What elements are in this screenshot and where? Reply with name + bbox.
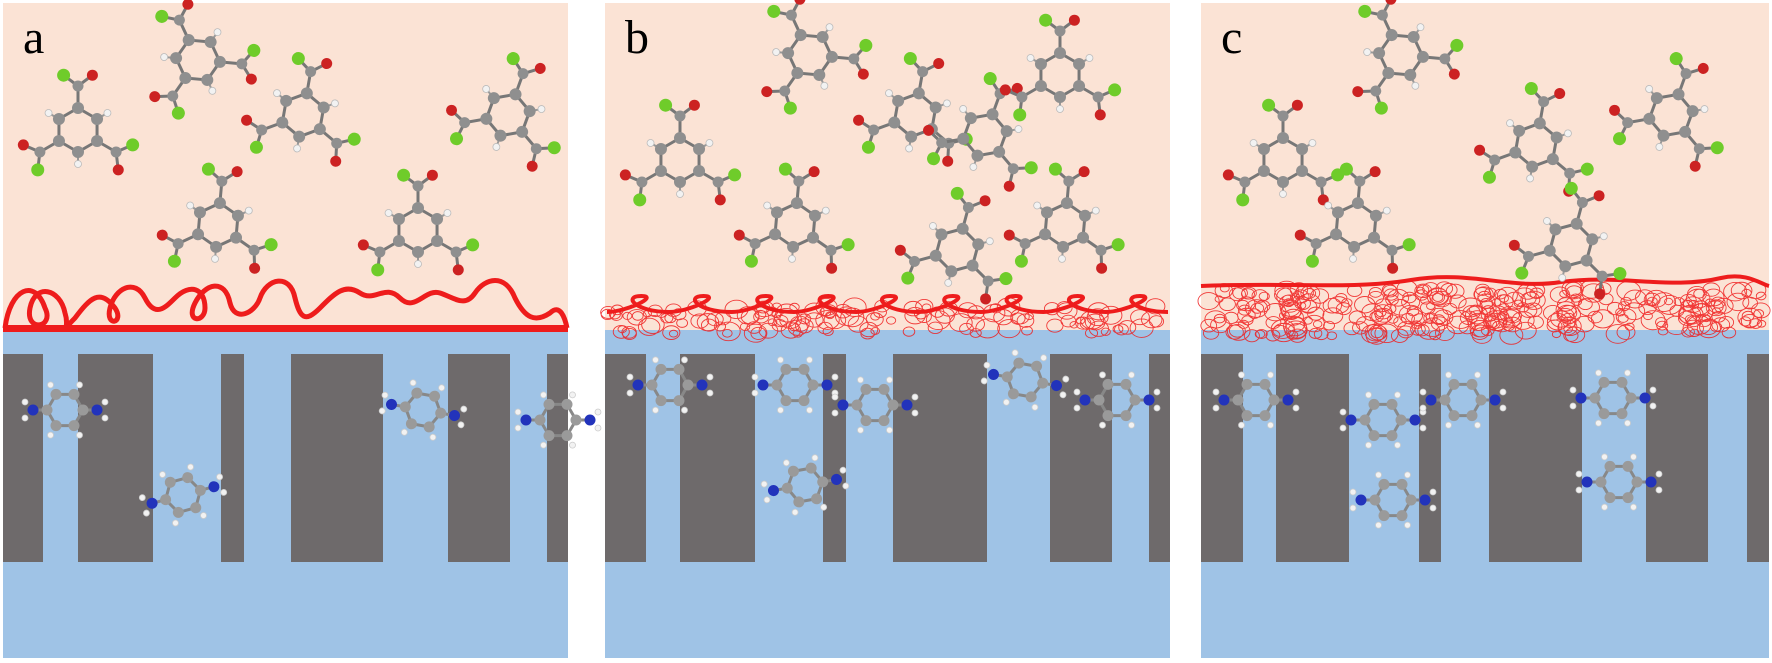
amine-molecule xyxy=(760,454,850,516)
acyl-chloride-molecule xyxy=(1352,0,1464,115)
support-block xyxy=(1149,354,1170,562)
acyl-chloride-molecule xyxy=(446,52,561,172)
amine-molecule xyxy=(751,356,839,414)
support-block xyxy=(1201,354,1243,562)
acyl-chloride-molecule xyxy=(894,186,1013,305)
amine-molecule xyxy=(1419,371,1507,429)
panel-c: c xyxy=(1197,0,1771,658)
support-block xyxy=(1276,354,1349,562)
acyl-chloride-molecule xyxy=(1222,98,1345,207)
acyl-chloride-molecule xyxy=(923,72,1038,192)
polymer-skin-layer xyxy=(1200,274,1770,288)
amine-molecule xyxy=(21,381,109,439)
acyl-chloride-molecule xyxy=(1609,52,1724,172)
acyl-chloride-molecule xyxy=(156,162,278,274)
polymer-base-line xyxy=(3,325,568,332)
panel-b: b xyxy=(600,0,1170,658)
polymer-chains xyxy=(2,278,570,330)
amine-molecule xyxy=(831,376,919,434)
support-block xyxy=(1489,354,1582,562)
amine-molecule xyxy=(1569,369,1657,427)
amine-molecule xyxy=(138,463,228,527)
acyl-chloride-molecule xyxy=(1474,82,1594,197)
support-block xyxy=(78,354,153,562)
polymer-coils xyxy=(606,294,1169,314)
amine-molecule xyxy=(626,356,714,414)
amine-molecule xyxy=(1073,371,1161,429)
panel-label: a xyxy=(23,11,44,64)
panel-label: c xyxy=(1221,11,1242,64)
panel-label: b xyxy=(625,11,649,64)
amine-molecule xyxy=(1575,453,1663,511)
acyl-chloride-molecule xyxy=(1003,162,1125,274)
amine-molecule xyxy=(1339,391,1427,449)
acyl-chloride-molecule xyxy=(17,68,140,177)
acyl-chloride-molecule xyxy=(1508,181,1627,300)
acyl-chloride-molecule xyxy=(1294,162,1416,274)
support-block xyxy=(448,354,510,562)
acyl-chloride-molecule xyxy=(149,0,261,120)
polymer-network xyxy=(1197,279,1771,345)
support-block xyxy=(3,354,43,562)
support-block xyxy=(1419,354,1441,562)
panel-a: a xyxy=(2,0,602,658)
support-block xyxy=(221,354,244,562)
acyl-chloride-molecule xyxy=(733,162,855,274)
acyl-chloride-molecule xyxy=(619,98,742,207)
amine-molecule xyxy=(378,379,468,441)
support-block xyxy=(680,354,755,562)
acyl-chloride-molecule xyxy=(241,52,361,167)
organic-phase xyxy=(3,3,568,330)
acyl-chloride-molecule xyxy=(761,0,873,115)
support-block xyxy=(291,354,383,562)
amine-molecule xyxy=(1212,371,1300,429)
amine-molecule xyxy=(1349,471,1437,529)
support-block xyxy=(1646,354,1708,562)
support-block xyxy=(1747,354,1769,562)
support-block xyxy=(893,354,987,562)
support-block xyxy=(547,354,568,562)
amine-molecule xyxy=(980,349,1070,411)
amine-molecule xyxy=(514,391,602,449)
acyl-chloride-molecule xyxy=(999,13,1122,122)
acyl-chloride-molecule xyxy=(357,168,480,277)
